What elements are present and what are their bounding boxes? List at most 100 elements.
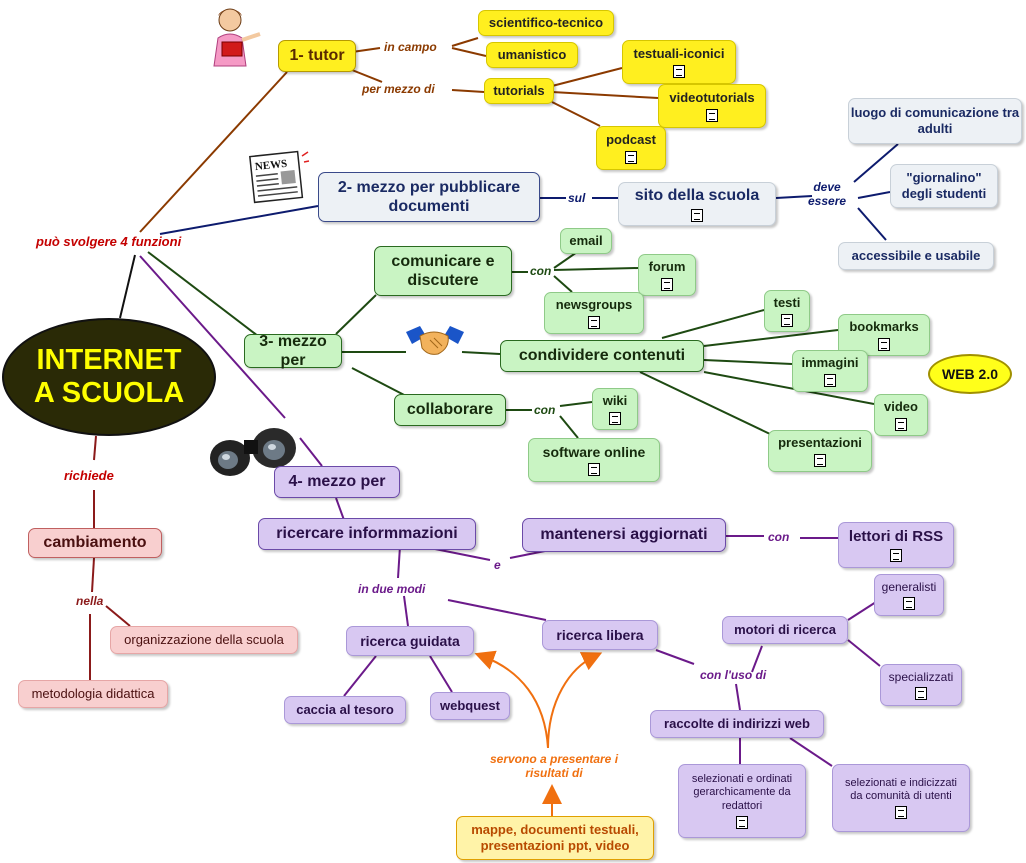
wiki-node[interactable]: wiki — [592, 388, 638, 430]
root-title-line1: INTERNET — [36, 343, 182, 376]
contenuto-testi[interactable]: testi — [764, 290, 810, 332]
quality-comunicazione[interactable]: luogo di comunicazione tra adulti — [848, 98, 1022, 144]
comunita-node[interactable]: selezionati e indicizzati da comunità di… — [832, 764, 970, 832]
tutor-node[interactable]: 1- tutor — [278, 40, 356, 72]
pubblicare-title-line2: documenti — [388, 198, 470, 215]
condividere-node[interactable]: condividere contenuti — [500, 340, 704, 372]
email-label: email — [569, 233, 603, 249]
mezzo3-node[interactable]: 3- mezzo per — [244, 332, 342, 369]
metodologia-node[interactable]: metodologia didattica — [18, 680, 168, 708]
link-deve-essere: deve essere — [808, 180, 846, 209]
contenuto-video-label: video — [884, 399, 918, 415]
document-icon[interactable] — [895, 417, 907, 431]
campo-umanistico-label: umanistico — [497, 47, 567, 63]
mappe-node[interactable]: mappe, documenti testuali, presentazioni… — [456, 816, 654, 860]
link-richiede: richiede — [64, 468, 114, 483]
email-node[interactable]: email — [560, 228, 612, 254]
mezzo4-title: 4- mezzo per — [288, 473, 386, 491]
organizzazione-label: organizzazione della scuola — [124, 632, 284, 648]
root-functions-label: può svolgere 4 funzioni — [36, 234, 182, 249]
contenuto-immagini-label: immagini — [801, 355, 859, 371]
link-sul: sul — [568, 191, 586, 205]
document-icon[interactable] — [588, 463, 600, 477]
web20-label: WEB 2.0 — [941, 365, 998, 382]
collaborare-node[interactable]: collaborare — [394, 394, 506, 426]
ricerca-libera-label: ricerca libera — [556, 626, 644, 643]
media-videotutorials[interactable]: videotutorials — [658, 84, 766, 128]
redattori-label: selezionati e ordinati gerarchicamente d… — [691, 773, 793, 812]
pubblicare-node[interactable]: 2- mezzo per pubblicare documenti — [318, 172, 540, 222]
motori-node[interactable]: motori di ricerca — [722, 616, 848, 644]
document-icon[interactable] — [736, 815, 748, 829]
ricerca-libera-node[interactable]: ricerca libera — [542, 620, 658, 650]
quality-giornalino-label: "giornalino" degli studenti — [901, 170, 987, 201]
forum-node[interactable]: forum — [638, 254, 696, 296]
comunicare-label-line1: comunicare e — [391, 252, 495, 270]
ricerca-guidata-node[interactable]: ricerca guidata — [346, 626, 474, 656]
redattori-node[interactable]: selezionati e ordinati gerarchicamente d… — [678, 764, 806, 838]
motori-label: motori di ricerca — [734, 622, 836, 638]
contenuto-presentazioni[interactable]: presentazioni — [768, 430, 872, 472]
contenuto-video[interactable]: video — [874, 394, 928, 436]
document-icon[interactable] — [878, 337, 890, 351]
raccolte-label: raccolte di indirizzi web — [664, 716, 810, 732]
webquest-node[interactable]: webquest — [430, 692, 510, 720]
document-icon[interactable] — [625, 150, 637, 164]
link-servono-text: servono a presentare i risultati di — [489, 752, 619, 781]
aggiornati-node[interactable]: mantenersi aggiornati — [522, 518, 726, 552]
cambiamento-node[interactable]: cambiamento — [28, 528, 162, 558]
document-icon[interactable] — [890, 549, 902, 562]
link-con-collaborare: con — [534, 403, 556, 417]
media-videotutorials-label: videotutorials — [669, 90, 755, 106]
contenuto-immagini[interactable]: immagini — [792, 350, 868, 392]
specializzati-label: specializzati — [888, 669, 954, 684]
document-icon[interactable] — [691, 208, 703, 222]
sito-scuola-label: sito della scuola — [634, 187, 760, 205]
specializzati-node[interactable]: specializzati — [880, 664, 962, 706]
document-icon[interactable] — [895, 806, 907, 820]
raccolte-node[interactable]: raccolte di indirizzi web — [650, 710, 824, 738]
web20-badge: WEB 2.0 — [928, 354, 1012, 394]
generalisti-node[interactable]: generalisti — [874, 574, 944, 616]
mezzo4-node[interactable]: 4- mezzo per — [274, 466, 400, 498]
document-icon[interactable] — [673, 64, 685, 78]
document-icon[interactable] — [609, 411, 621, 425]
teacher-icon — [213, 8, 261, 67]
contenuto-testi-label: testi — [773, 295, 801, 311]
document-icon[interactable] — [781, 313, 793, 327]
generalisti-label: generalisti — [881, 579, 937, 594]
document-icon[interactable] — [588, 315, 600, 329]
sito-scuola-node[interactable]: sito della scuola — [618, 182, 776, 226]
software-online-node[interactable]: software online — [528, 438, 660, 482]
ricerca-guidata-label: ricerca guidata — [360, 632, 460, 649]
ricercare-node[interactable]: ricercare informmazioni — [258, 518, 476, 550]
organizzazione-node[interactable]: organizzazione della scuola — [110, 626, 298, 654]
quality-giornalino[interactable]: "giornalino" degli studenti — [890, 164, 998, 208]
cambiamento-label: cambiamento — [43, 534, 147, 552]
mezzo3-title: 3- mezzo per — [259, 332, 327, 369]
svg-text:NEWS: NEWS — [254, 158, 287, 173]
quality-accessibile[interactable]: accessibile e usabile — [838, 242, 994, 270]
document-icon[interactable] — [706, 108, 718, 122]
comunicare-node[interactable]: comunicare e discutere — [374, 246, 512, 296]
collaborare-label: collaborare — [406, 401, 494, 419]
newsgroups-node[interactable]: newsgroups — [544, 292, 644, 334]
document-icon[interactable] — [915, 687, 927, 701]
document-icon[interactable] — [661, 277, 673, 291]
root-node[interactable]: INTERNET A SCUOLA — [2, 318, 216, 436]
link-nella: nella — [76, 594, 104, 608]
media-podcast[interactable]: podcast — [596, 126, 666, 170]
mappe-label: mappe, documenti testuali, presentazioni… — [471, 822, 639, 853]
media-testuali[interactable]: testuali-iconici — [622, 40, 736, 84]
campo-scientifico[interactable]: scientifico-tecnico — [478, 10, 614, 36]
binoculars-icon — [210, 428, 296, 476]
document-icon[interactable] — [824, 373, 836, 387]
contenuto-bookmarks[interactable]: bookmarks — [838, 314, 930, 356]
document-icon[interactable] — [903, 597, 915, 611]
link-e: e — [494, 558, 501, 572]
rss-node[interactable]: lettori di RSS — [838, 522, 954, 568]
caccia-tesoro-node[interactable]: caccia al tesoro — [284, 696, 406, 724]
tutorials-node[interactable]: tutorials — [484, 78, 554, 104]
campo-umanistico[interactable]: umanistico — [486, 42, 578, 68]
document-icon[interactable] — [814, 453, 826, 467]
